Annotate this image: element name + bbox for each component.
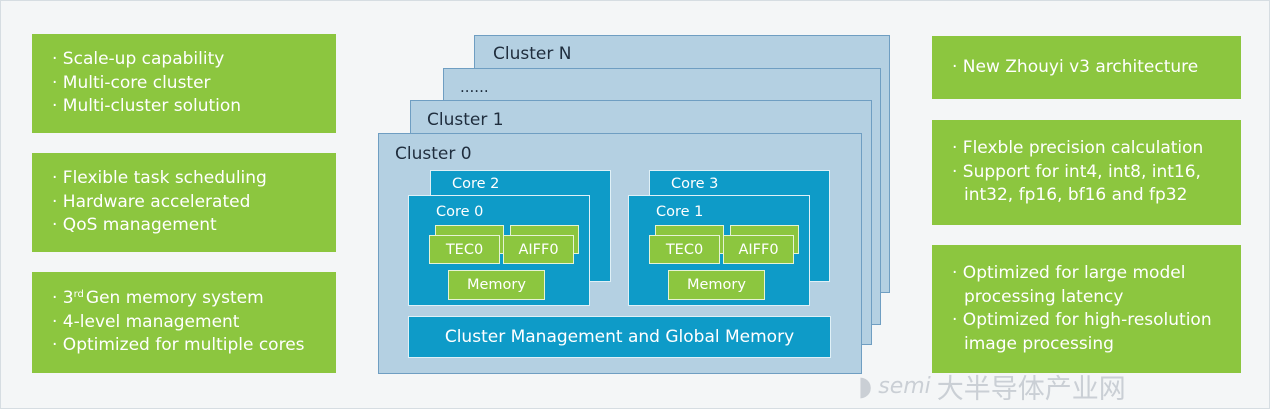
feature-box-architecture: · New Zhouyi v3 architecture: [932, 36, 1241, 99]
core-0: Core 0 TEC0 AIFF0 Memory: [408, 195, 590, 306]
core-3-label: Core 3: [671, 176, 719, 192]
feature-line: · Flexible task scheduling: [52, 168, 267, 189]
feature-line: · New Zhouyi v3 architecture: [952, 56, 1199, 77]
feature-line: · Hardware accelerated: [52, 191, 251, 212]
feature-line: · 4-level management: [52, 311, 240, 332]
aiff-unit: AIFF0: [503, 235, 574, 264]
core-1: Core 1 TEC0 AIFF0 Memory: [628, 195, 810, 306]
core-0-label: Core 0: [436, 204, 484, 220]
watermark-logo-icon: ◗: [858, 370, 873, 402]
memory-unit: Memory: [448, 270, 545, 300]
feature-line: processing latency: [964, 286, 1124, 307]
aiff-unit: AIFF0: [723, 235, 794, 264]
feature-line: int32, fp16, bf16 and fp32: [964, 185, 1188, 206]
tec-unit: TEC0: [429, 235, 500, 264]
cluster-0-label: Cluster 0: [395, 144, 472, 164]
feature-line: · Multi-cluster solution: [52, 96, 242, 117]
ordinal-suffix: rd: [73, 288, 84, 300]
watermark: ◗ semi 大半导体产业网: [858, 368, 1258, 405]
feature-line: · Multi-core cluster: [52, 72, 211, 93]
cluster-management-bar: Cluster Management and Global Memory: [408, 316, 831, 358]
cluster-0: Cluster 0 Core 2 Core 3 Core 0 TEC0 AIFF…: [378, 133, 862, 374]
cluster-1-label: Cluster 1: [427, 110, 504, 130]
feature-box-precision: · Flexble precision calculation · Suppor…: [932, 120, 1241, 225]
cluster-n-label: Cluster N: [493, 44, 572, 64]
feature-line: · Scale-up capability: [52, 49, 225, 70]
tec-unit: TEC0: [649, 235, 720, 264]
feature-line: image processing: [964, 333, 1114, 354]
feature-box-scale-up: · Scale-up capability · Multi-core clust…: [32, 34, 336, 133]
feature-line: · Support for int4, int8, int16,: [952, 161, 1201, 182]
feature-line: · Flexble precision calculation: [952, 138, 1204, 159]
core-1-label: Core 1: [656, 204, 704, 220]
feature-box-optimization: · Optimized for large model processing l…: [932, 245, 1241, 373]
feature-box-task-scheduling: · Flexible task scheduling · Hardware ac…: [32, 153, 336, 252]
feature-text: · 3: [52, 288, 74, 309]
feature-text: Gen memory system: [85, 288, 264, 309]
memory-unit: Memory: [668, 270, 765, 300]
feature-line: · QoS management: [52, 215, 217, 236]
cluster-ellipsis-label: ......: [460, 78, 489, 96]
watermark-text: 大半导体产业网: [936, 373, 1126, 405]
feature-line: · Optimized for large model: [952, 263, 1186, 283]
feature-line: · Optimized for high-resolution: [952, 310, 1212, 330]
watermark-semi: semi: [878, 373, 931, 399]
core-2-label: Core 2: [452, 176, 500, 192]
feature-line: · Optimized for multiple cores: [52, 335, 305, 356]
